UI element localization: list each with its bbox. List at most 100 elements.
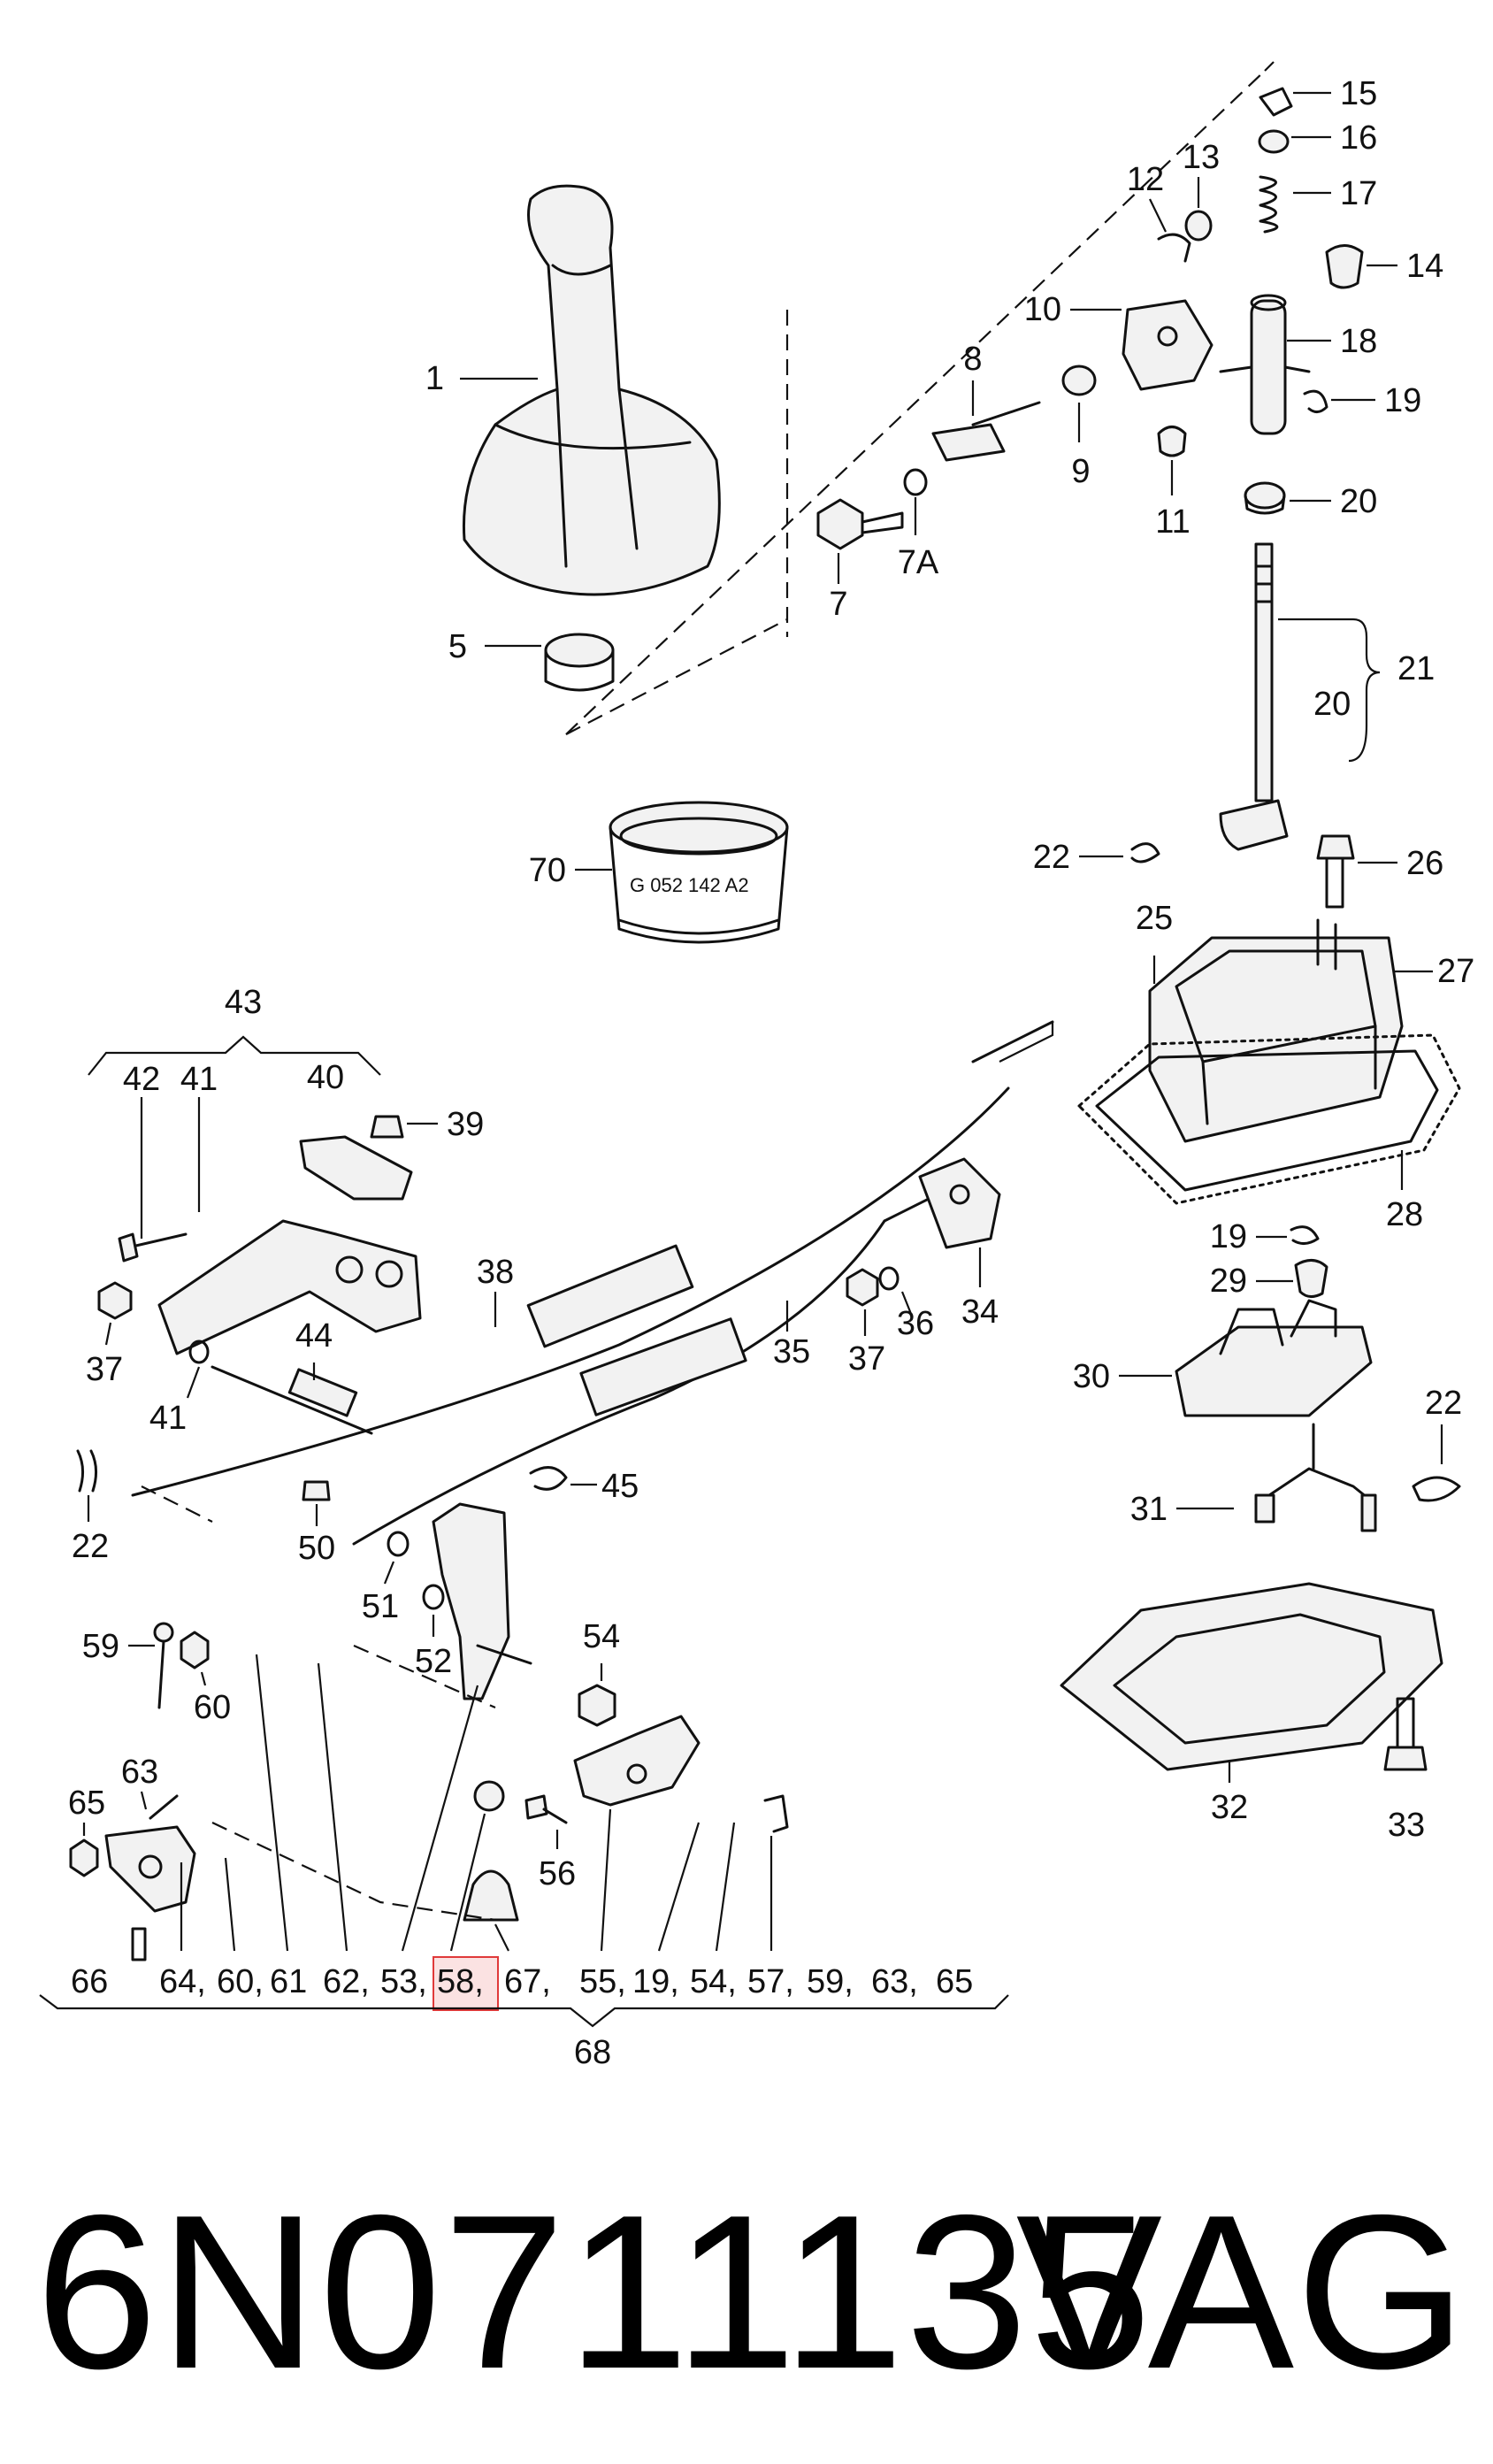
kit-item: 67, (504, 1963, 551, 2000)
clip-63 (149, 1794, 179, 1820)
callout-13: 13 (1183, 139, 1220, 176)
callout-40: 40 (307, 1059, 344, 1096)
nut-37-right (846, 1268, 879, 1307)
studs-27 (1316, 918, 1337, 971)
callout-25: 25 (1136, 900, 1173, 937)
brand-name: VAG (1015, 2168, 1468, 2414)
bolt-50 (302, 1480, 331, 1501)
washer-51 (387, 1531, 410, 1557)
base-plate-32 (1060, 1582, 1443, 1771)
clip-12 (1157, 233, 1191, 263)
callout-8: 8 (963, 341, 982, 378)
callout-32: 32 (1211, 1789, 1248, 1826)
callout-16: 16 (1340, 119, 1377, 157)
callout-56: 56 (539, 1855, 576, 1892)
cap-11 (1157, 426, 1187, 457)
nut-60 (180, 1631, 210, 1670)
callout-21: 21 (1397, 650, 1435, 687)
selector-lever-31 (1254, 1423, 1377, 1532)
mount-40 (299, 1135, 413, 1201)
kit-item: 53, (380, 1963, 427, 2000)
nut-65 (69, 1838, 99, 1877)
callout-68: 68 (574, 2034, 611, 2071)
callout-28: 28 (1386, 1196, 1423, 1233)
callout-7a: 7A (898, 544, 939, 581)
bolt-42 (118, 1232, 188, 1263)
kit-item: 64, (159, 1963, 206, 2000)
callout-14: 14 (1406, 248, 1443, 285)
callout-50: 50 (298, 1530, 335, 1567)
cap-14 (1325, 244, 1364, 289)
clip-19-top (1303, 389, 1328, 413)
bracket-64 (104, 1825, 196, 1913)
kit-item: 61 (270, 1963, 307, 2000)
callout-63: 63 (121, 1754, 158, 1791)
gasket-28 (1077, 1033, 1461, 1205)
callout-22-left: 22 (72, 1528, 109, 1565)
pin-59 (153, 1622, 174, 1709)
callout-30: 30 (1073, 1358, 1110, 1395)
callout-70: 70 (529, 852, 566, 889)
cable-38 (131, 1020, 1054, 1497)
callout-26: 26 (1406, 845, 1443, 882)
nut-37-left (97, 1281, 133, 1320)
callout-51: 51 (362, 1588, 399, 1625)
bush-54 (578, 1684, 616, 1727)
callout-1: 1 (425, 360, 444, 397)
bush-29 (1294, 1259, 1328, 1298)
bolt-7 (816, 498, 904, 550)
callout-18: 18 (1340, 323, 1377, 360)
sleeve-marking: G 052 142 A2 (630, 874, 749, 896)
clip-22-upper (1130, 842, 1160, 864)
support-bracket (157, 1219, 422, 1355)
clip-19-mid (1290, 1225, 1320, 1245)
ball-58 (473, 1780, 505, 1812)
bracket-34 (918, 1157, 1001, 1249)
washer-52 (422, 1584, 445, 1610)
sleeve-70 (609, 801, 789, 944)
kit-item: 57, (747, 1963, 794, 2000)
callout-20-top: 20 (1340, 483, 1377, 520)
kit-item: 65 (936, 1963, 973, 2000)
selector-arm-53 (432, 1502, 532, 1700)
callout-22-right: 22 (1425, 1385, 1462, 1422)
callout-27: 27 (1437, 953, 1474, 990)
callout-37-right: 37 (848, 1340, 885, 1378)
seat-16 (1258, 129, 1290, 154)
kit-item: 55, (579, 1963, 626, 2000)
boot-clamp (544, 633, 615, 692)
kit-item-highlight (433, 1956, 499, 2011)
callout-5: 5 (448, 628, 467, 665)
callout-59: 59 (82, 1628, 119, 1665)
callout-42: 42 (123, 1061, 160, 1098)
threaded-rod-44 (211, 1365, 373, 1435)
kit-item: 60, (217, 1963, 264, 2000)
callout-35: 35 (773, 1333, 810, 1370)
callout-41-bottom: 41 (149, 1400, 187, 1437)
callout-22-upper: 22 (1033, 839, 1070, 876)
callout-19-mid: 19 (1210, 1218, 1247, 1255)
washer-36 (878, 1266, 900, 1291)
callout-7: 7 (829, 586, 847, 623)
clip-22-right (1412, 1476, 1461, 1502)
kit-item: 63, (871, 1963, 918, 2000)
callout-11: 11 (1155, 503, 1190, 541)
guide-18 (1219, 294, 1311, 435)
part-number-caption: 6N0711135 VAG (35, 2159, 1468, 2424)
kit-item: 59, (807, 1963, 854, 2000)
shift-rod (1219, 542, 1289, 851)
bush-9 (1061, 365, 1097, 396)
callout-17: 17 (1340, 175, 1377, 212)
kit-item-highlighted: 58, (437, 1963, 484, 2000)
bolt-39 (370, 1115, 404, 1139)
callout-29: 29 (1210, 1263, 1247, 1300)
callout-38: 38 (477, 1254, 514, 1291)
kit-list: 66 64, 60, 61 62, 53, 58, 67, 55, 19, 54… (71, 1956, 973, 2011)
bolt-26 (1316, 834, 1355, 909)
bolt-66 (131, 1927, 147, 1961)
washer-41 (188, 1339, 210, 1364)
boot-67 (463, 1869, 519, 1922)
callout-54: 54 (583, 1618, 620, 1655)
clip-22-left (76, 1449, 97, 1493)
